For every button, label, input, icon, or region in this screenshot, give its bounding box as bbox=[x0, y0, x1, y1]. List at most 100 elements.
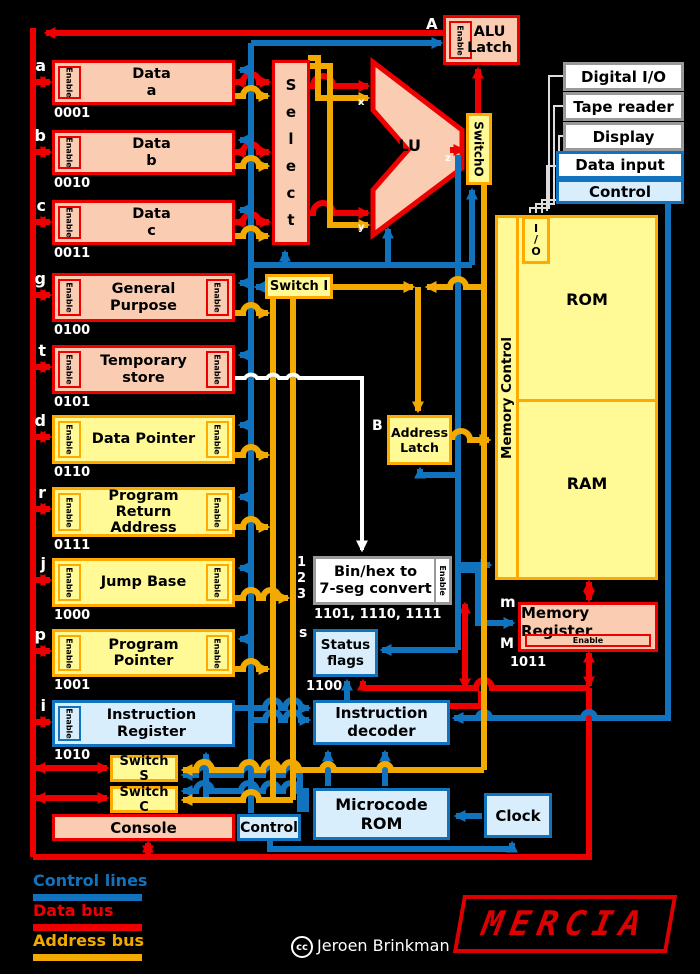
register-label-j: Jump Base bbox=[100, 574, 187, 591]
enable-strip: Enable bbox=[58, 206, 81, 239]
bus-wire bbox=[308, 55, 371, 104]
register-letter-i: i bbox=[40, 696, 46, 715]
register-code-p: 1001 bbox=[54, 678, 91, 693]
bus-wire bbox=[180, 780, 309, 812]
register-g: Enable Enable General Purpose bbox=[52, 273, 235, 322]
bus-wire bbox=[546, 165, 556, 211]
enable-strip: Enable bbox=[206, 351, 229, 388]
enable-strip: Enable bbox=[58, 136, 81, 169]
register-code-j: 1000 bbox=[54, 608, 91, 623]
instruction-decoder-label: Instruction decoder bbox=[335, 704, 428, 740]
binhex-label: Bin/hex to 7-seg convert bbox=[319, 563, 432, 597]
register-code-b: 0010 bbox=[54, 176, 91, 191]
bus-wire bbox=[235, 444, 271, 461]
register-letter-d: d bbox=[34, 411, 46, 430]
status-flags-label: Status flags bbox=[320, 636, 371, 669]
register-letter-p: p bbox=[34, 625, 46, 644]
bus-wire bbox=[267, 840, 518, 853]
bus-wire bbox=[235, 587, 291, 604]
display-box: Display bbox=[563, 122, 684, 151]
alu-shape bbox=[370, 56, 465, 241]
bus-wire bbox=[235, 516, 271, 533]
switch-s-label: Switch S bbox=[119, 753, 169, 784]
bus-wire bbox=[451, 187, 671, 724]
binhex-codes: 1101, 1110, 1111 bbox=[314, 607, 442, 622]
register-code-t: 0101 bbox=[54, 395, 91, 410]
memory-register-code: 1011 bbox=[510, 655, 547, 670]
register-letter-t: t bbox=[38, 341, 46, 360]
enable-strip: Enable bbox=[58, 279, 81, 316]
memory-io-port: I / O bbox=[522, 216, 550, 264]
address-latch-letter: B bbox=[372, 418, 383, 434]
memory-register-enable: Enable bbox=[525, 634, 651, 647]
bus-wire bbox=[180, 789, 293, 806]
bus-wire bbox=[458, 567, 516, 629]
console-control: Control bbox=[237, 814, 301, 841]
memory-block: Memory Control I / O ROM RAM bbox=[495, 215, 658, 580]
memory-register: Memory Register Enable bbox=[518, 602, 658, 652]
register-letter-b: b bbox=[34, 126, 46, 145]
address-latch: Address Latch bbox=[387, 415, 452, 465]
register-letter-g: g bbox=[34, 269, 46, 288]
bus-wire bbox=[449, 428, 492, 446]
bus-wire bbox=[235, 225, 271, 242]
enable-strip: Enable bbox=[58, 564, 81, 601]
select-unit: Select bbox=[272, 60, 310, 245]
register-label-b: Data b bbox=[132, 136, 171, 169]
status-flags: Status flags bbox=[313, 629, 378, 677]
switch-o: SwitchO bbox=[466, 113, 492, 185]
binhex-converter: Enable Bin/hex to 7-seg convert bbox=[313, 556, 452, 605]
bus-wire bbox=[529, 75, 563, 213]
display-label: Display bbox=[592, 127, 655, 146]
register-label-i: Instruction Register bbox=[106, 707, 197, 740]
digital-io-label: Digital I/O bbox=[581, 67, 666, 86]
enable-strip: Enable bbox=[58, 421, 81, 458]
bus-wire bbox=[235, 658, 271, 675]
digital-io-box: Digital I/O bbox=[563, 62, 684, 91]
register-label-g: General Purpose bbox=[110, 281, 177, 314]
io-control-box: Control bbox=[556, 179, 684, 204]
register-code-g: 0100 bbox=[54, 323, 91, 338]
bus-wire bbox=[235, 697, 312, 714]
switch-c-label: Switch C bbox=[119, 784, 169, 815]
switch-o-label: SwitchO bbox=[472, 121, 486, 177]
status-flags-code: 1100 bbox=[306, 679, 343, 694]
register-code-a: 0001 bbox=[54, 106, 91, 121]
bus-wire bbox=[251, 709, 312, 726]
memory-control-strip: Memory Control bbox=[498, 218, 519, 577]
credit: Jeroen Brinkman bbox=[317, 936, 450, 955]
io-control-label: Control bbox=[588, 182, 651, 201]
enable-strip: Enable bbox=[206, 635, 229, 671]
console-label: Console bbox=[110, 818, 177, 837]
legend-control-bar bbox=[33, 894, 142, 901]
switch-c: Switch C bbox=[110, 784, 178, 815]
bus-wire bbox=[235, 85, 271, 102]
data-input-label: Data input bbox=[575, 156, 665, 174]
legend-data-bar bbox=[33, 924, 142, 931]
address-latch-label: Address Latch bbox=[390, 425, 449, 455]
alu-label: ALU bbox=[386, 136, 421, 155]
microcode-rom: Microcode ROM bbox=[313, 788, 450, 840]
bus-wire bbox=[414, 466, 458, 479]
enable-strip: Enable bbox=[206, 279, 229, 316]
memory-register-m: m bbox=[500, 593, 516, 611]
legend-address-bus: Address bus bbox=[33, 931, 145, 950]
register-label-p: Program Pointer bbox=[108, 636, 179, 669]
register-code-d: 0110 bbox=[54, 465, 91, 480]
clock-label: Clock bbox=[495, 806, 541, 825]
register-letter-a: a bbox=[35, 56, 46, 75]
bus-wire bbox=[310, 200, 371, 219]
ram-label: RAM bbox=[566, 474, 608, 493]
bus-wire bbox=[308, 63, 371, 231]
tape-reader-label: Tape reader bbox=[573, 97, 674, 116]
register-letter-c: c bbox=[36, 196, 46, 215]
data-input-box: Data input bbox=[556, 151, 684, 179]
register-code-r: 0111 bbox=[54, 538, 91, 553]
bus-wire bbox=[424, 276, 483, 293]
rom-label: ROM bbox=[566, 290, 608, 309]
